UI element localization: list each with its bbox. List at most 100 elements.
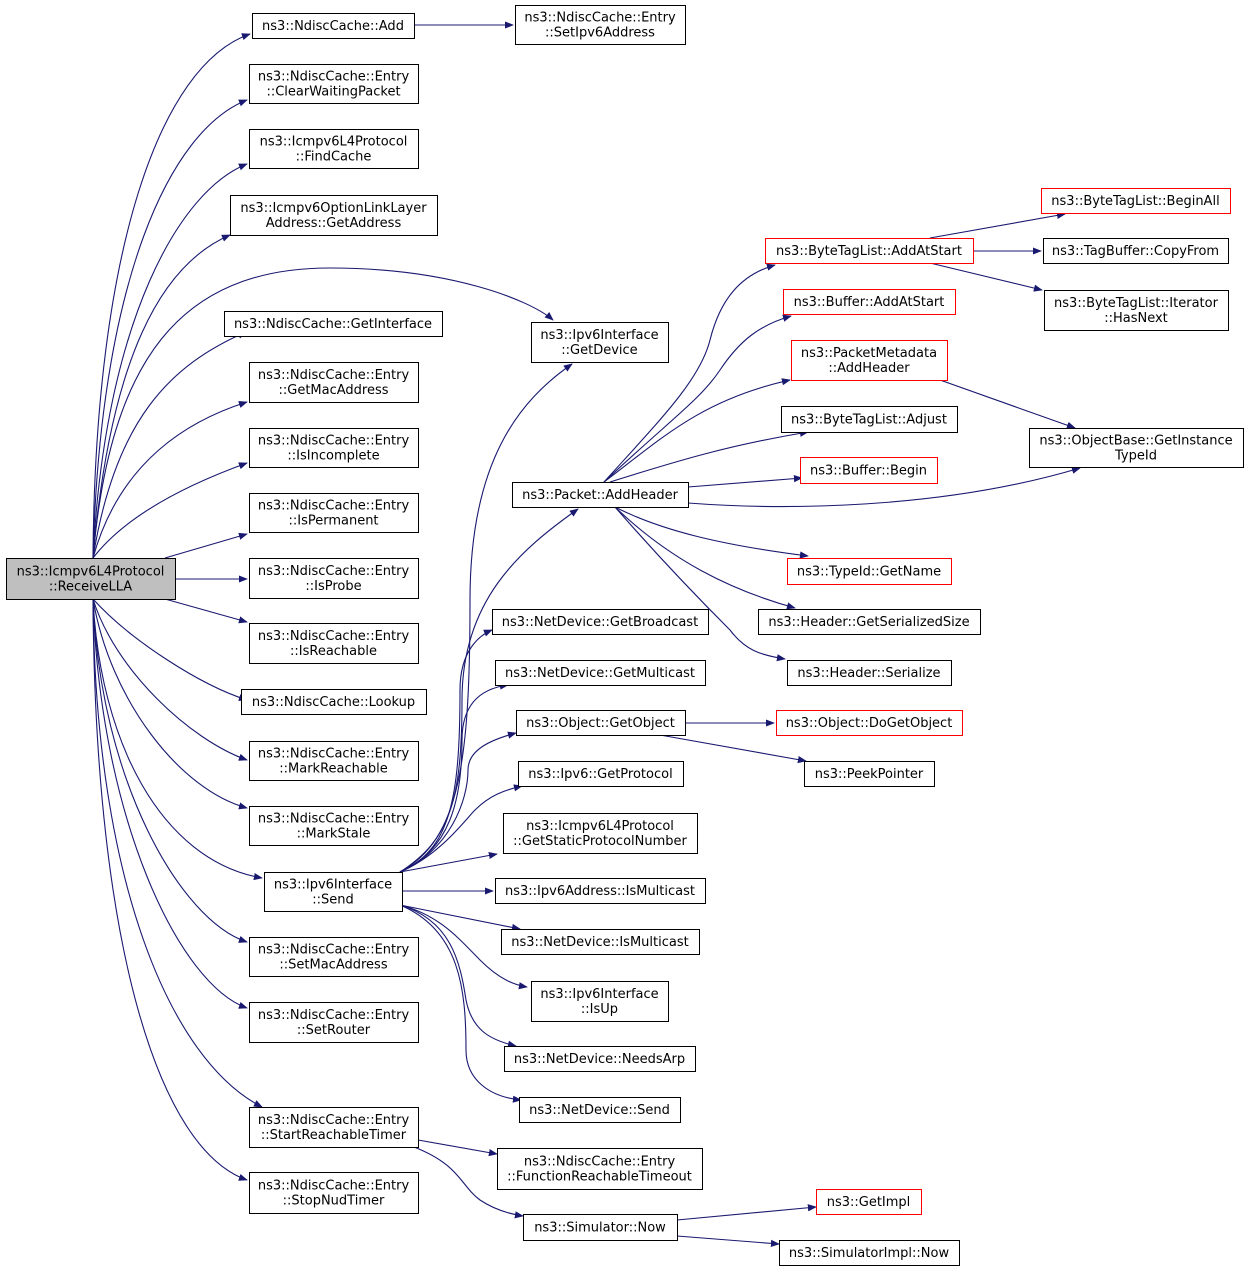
node-n_bthasnext[interactable]: ns3::ByteTagList::Iterator::HasNext	[1044, 290, 1229, 331]
node-n_getimpl[interactable]: ns3::GetImpl	[816, 1189, 922, 1215]
node-n_setmac[interactable]: ns3::NdiscCache::Entry::SetMacAddress	[249, 937, 419, 977]
node-label: ns3::Buffer::AddAtStart	[794, 295, 945, 310]
node-box	[531, 322, 669, 363]
node-label: ns3::NdiscCache::Entry	[524, 1155, 676, 1170]
node-n_tbcopy[interactable]: ns3::TagBuffer::CopyFrom	[1043, 238, 1229, 264]
node-n_getbcast[interactable]: ns3::NetDevice::GetBroadcast	[492, 609, 709, 635]
node-n_btaddatstart[interactable]: ns3::ByteTagList::AddAtStart	[765, 238, 974, 264]
edge-n_simnow-to-n_getimpl	[676, 1204, 817, 1221]
node-label: ::FindCache	[296, 150, 372, 165]
node-n_startreach[interactable]: ns3::NdiscCache::Entry::StartReachableTi…	[249, 1107, 419, 1148]
node-n_getobject[interactable]: ns3::Object::GetObject	[516, 710, 686, 736]
node-n_peekptr[interactable]: ns3::PeekPointer	[804, 761, 935, 787]
node-n_isprobe[interactable]: ns3::NdiscCache::Entry::IsProbe	[249, 558, 419, 599]
node-label: ns3::Simulator::Now	[534, 1221, 666, 1236]
node-n_clearwait[interactable]: ns3::NdiscCache::Entry::ClearWaitingPack…	[249, 64, 419, 104]
nodes: ns3::Icmpv6L4Protocol::ReceiveLLAns3::Nd…	[6, 5, 1244, 1266]
edge-n_pktaddhdr-to-n_bufbegin	[687, 475, 803, 488]
node-label: ::MarkReachable	[279, 762, 387, 777]
node-n_btbeginall[interactable]: ns3::ByteTagList::BeginAll	[1041, 188, 1231, 214]
node-n_needsarp[interactable]: ns3::NetDevice::NeedsArp	[504, 1046, 696, 1072]
node-n_markreach[interactable]: ns3::NdiscCache::Entry::MarkReachable	[249, 741, 419, 781]
edge-n_startreach-to-n_fnreach	[417, 1139, 498, 1157]
node-n_ismcastdev[interactable]: ns3::NetDevice::IsMulticast	[501, 929, 700, 955]
node-n_pmaddhdr[interactable]: ns3::PacketMetadata::AddHeader	[791, 340, 948, 381]
node-label: ::Send	[312, 893, 354, 908]
node-box	[518, 761, 684, 787]
node-label: ns3::NetDevice::IsMulticast	[511, 935, 688, 950]
node-box	[241, 689, 427, 715]
node-n_typeidname[interactable]: ns3::TypeId::GetName	[787, 558, 952, 585]
node-n_markstale[interactable]: ns3::NdiscCache::Entry::MarkStale	[249, 806, 419, 846]
edge-n_ifsend-to-n_pktaddhdr	[399, 508, 579, 873]
node-n_ismcastaddr[interactable]: ns3::Ipv6Address::IsMulticast	[495, 878, 706, 904]
node-n_simnow[interactable]: ns3::Simulator::Now	[523, 1214, 678, 1241]
edge-root-to-n_clearwait	[92, 99, 248, 559]
node-n_devsend[interactable]: ns3::NetDevice::Send	[519, 1097, 681, 1123]
node-n_getproto[interactable]: ns3::Ipv6::GetProtocol	[518, 761, 684, 787]
node-label: ::ClearWaitingPacket	[266, 85, 400, 100]
node-n_lookup[interactable]: ns3::NdiscCache::Lookup	[241, 689, 427, 715]
node-n_btadjust[interactable]: ns3::ByteTagList::Adjust	[781, 406, 958, 433]
edge-n_ifsend-to-n_getobject	[399, 731, 517, 873]
edge-n_pktaddhdr-to-n_bufaddatstart	[603, 314, 792, 483]
node-box	[800, 457, 938, 484]
edge-root-to-n_findcache	[92, 163, 248, 559]
node-n_simimplnow[interactable]: ns3::SimulatorImpl::Now	[779, 1240, 960, 1266]
node-box	[758, 609, 981, 635]
node-label: ns3::NdiscCache::Lookup	[252, 695, 415, 710]
node-label: ns3::Ipv6Interface	[540, 328, 658, 343]
node-box	[519, 1097, 681, 1123]
node-label: ns3::ByteTagList::AddAtStart	[776, 244, 962, 259]
node-label: ns3::NdiscCache::Entry	[258, 1008, 410, 1023]
node-n_getif[interactable]: ns3::NdiscCache::GetInterface	[224, 311, 443, 337]
node-label: ::IsReachable	[290, 644, 377, 659]
node-n_fnreach[interactable]: ns3::NdiscCache::Entry::FunctionReachabl…	[497, 1148, 703, 1190]
node-n_ispermanent[interactable]: ns3::NdiscCache::Entry::IsPermanent	[249, 493, 419, 533]
node-label: ns3::NetDevice::GetMulticast	[505, 666, 695, 681]
edge-root-to-n_getmac	[92, 401, 248, 559]
node-n_getmcast[interactable]: ns3::NetDevice::GetMulticast	[495, 660, 706, 686]
edge-n_pktaddhdr-to-n_hdrser	[614, 506, 786, 662]
node-n_optgetaddr[interactable]: ns3::Icmpv6OptionLinkLayerAddress::GetAd…	[230, 195, 438, 236]
node-box	[1029, 428, 1244, 468]
node-box	[249, 1107, 419, 1148]
node-n_getdevice[interactable]: ns3::Ipv6Interface::GetDevice	[531, 322, 669, 363]
edge-n_pktaddhdr-to-n_typeidname	[614, 506, 809, 559]
node-label: ns3::ByteTagList::BeginAll	[1051, 194, 1219, 209]
node-label: ns3::Ipv6Address::IsMulticast	[505, 884, 695, 899]
node-n_findcache[interactable]: ns3::Icmpv6L4Protocol::FindCache	[249, 129, 419, 169]
node-n_setrouter[interactable]: ns3::NdiscCache::Entry::SetRouter	[249, 1002, 419, 1043]
node-n_getmac[interactable]: ns3::NdiscCache::Entry::GetMacAddress	[249, 362, 419, 403]
node-label: Address::GetAddress	[266, 216, 402, 231]
node-n_stopnud[interactable]: ns3::NdiscCache::Entry::StopNudTimer	[249, 1172, 419, 1214]
node-box	[787, 660, 952, 686]
node-n_ifsend[interactable]: ns3::Ipv6Interface::Send	[264, 872, 403, 912]
node-n_bufaddatstart[interactable]: ns3::Buffer::AddAtStart	[783, 289, 956, 315]
node-label: ns3::NdiscCache::GetInterface	[234, 317, 432, 332]
edge-root-to-n_isincomplete	[92, 462, 248, 559]
node-label: ns3::PacketMetadata	[801, 346, 937, 361]
edge-n_ifsend-to-n_getmcast	[399, 682, 509, 873]
node-n_hdrsize[interactable]: ns3::Header::GetSerializedSize	[758, 609, 981, 635]
node-box	[495, 660, 706, 686]
node-n_setipv6[interactable]: ns3::NdiscCache::Entry::SetIpv6Address	[515, 5, 686, 45]
node-root[interactable]: ns3::Icmpv6L4Protocol::ReceiveLLA	[6, 558, 176, 600]
node-n_isreachable[interactable]: ns3::NdiscCache::Entry::IsReachable	[249, 623, 419, 664]
node-n_dogetobj[interactable]: ns3::Object::DoGetObject	[776, 710, 963, 736]
node-n_staticproto[interactable]: ns3::Icmpv6L4Protocol::GetStaticProtocol…	[503, 813, 698, 854]
node-n_isincomplete[interactable]: ns3::NdiscCache::Entry::IsIncomplete	[249, 428, 419, 468]
node-n_pktaddhdr[interactable]: ns3::Packet::AddHeader	[512, 482, 689, 508]
node-n_add[interactable]: ns3::NdiscCache::Add	[252, 13, 415, 39]
node-label: ns3::Header::GetSerializedSize	[768, 615, 969, 630]
node-label: ns3::NetDevice::Send	[529, 1103, 670, 1118]
node-label: ns3::NdiscCache::Entry	[258, 499, 410, 514]
node-n_isup[interactable]: ns3::Ipv6Interface::IsUp	[531, 981, 669, 1022]
node-box	[249, 64, 419, 104]
node-box	[781, 406, 958, 433]
node-n_hdrser[interactable]: ns3::Header::Serialize	[787, 660, 952, 686]
node-n_bufbegin[interactable]: ns3::Buffer::Begin	[800, 457, 938, 484]
node-label: ns3::Buffer::Begin	[810, 464, 927, 479]
